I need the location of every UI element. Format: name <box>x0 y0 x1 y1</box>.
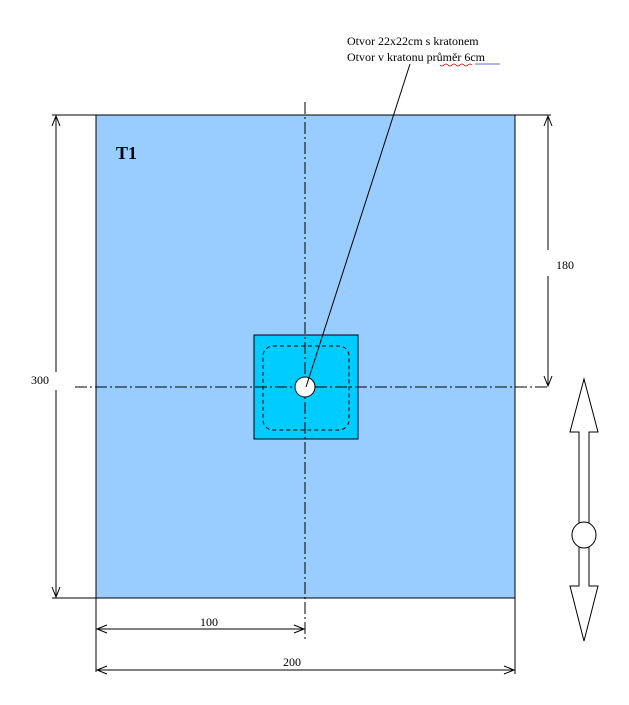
dim-180-arrow-bottom <box>543 375 553 388</box>
dim-200-label: 200 <box>283 655 301 669</box>
sheet-label: T1 <box>116 143 137 163</box>
callout-line-2-start: Otvor v kratonu <box>347 50 427 64</box>
dim-200-arrow-left <box>95 665 108 675</box>
dim-300-arrow-bottom <box>51 586 61 599</box>
adhesive-outline <box>262 345 350 431</box>
dim-100-arrow-right <box>293 624 306 634</box>
callout-line-2: Otvor v kratonu průměr 6cm <box>347 50 486 64</box>
callout-word-6cm: 6cm <box>464 50 485 64</box>
dim-300-label: 300 <box>31 373 49 387</box>
double-arrow-icon <box>569 377 599 642</box>
callout-line-1: Otvor 22x22cm s kratonem <box>347 34 479 48</box>
center-hole <box>294 376 316 398</box>
callout-word-prumer: průměr <box>427 50 462 64</box>
dim-100-arrow-left <box>95 624 108 634</box>
callout-leader <box>305 63 411 388</box>
dim-180-label: 180 <box>556 258 574 272</box>
dim-200-arrow-right <box>503 665 516 675</box>
spellcheck-underline <box>439 63 473 67</box>
dim-180-arrow-top <box>543 114 553 127</box>
dim-300-arrow-top <box>51 114 61 127</box>
dim-100-label: 100 <box>200 615 218 629</box>
